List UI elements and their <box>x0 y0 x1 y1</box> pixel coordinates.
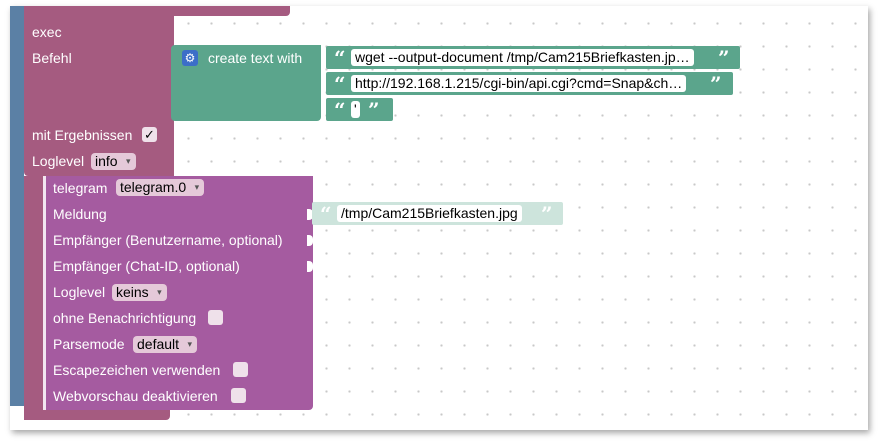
quote-close-icon: ” <box>718 46 730 70</box>
chevron-down-icon: ▾ <box>194 182 200 192</box>
telegram-loglevel-dropdown[interactable]: keins ▾ <box>112 284 167 301</box>
exec-loglevel-value: info <box>95 153 118 169</box>
text-item-2-value[interactable]: http://192.168.1.215/cgi-bin/api.cgi?cmd… <box>351 75 687 92</box>
text-item-3-value[interactable]: ' <box>351 101 360 118</box>
recipient-chat-socket <box>307 261 313 272</box>
telegram-title: telegram <box>53 180 108 196</box>
exec-command-label: Befehl <box>32 50 72 66</box>
telegram-preview-label: Webvorschau deaktivieren <box>53 388 218 404</box>
quote-open-icon: “ <box>334 46 346 70</box>
quote-open-icon: “ <box>334 72 346 96</box>
telegram-escape-label: Escapezeichen verwenden <box>53 362 221 378</box>
exec-results-label: mit Ergebnissen <box>32 127 133 143</box>
telegram-loglevel-label: Loglevel <box>53 284 106 300</box>
gear-icon[interactable]: ⚙ <box>182 50 198 66</box>
telegram-silent-checkbox[interactable] <box>208 310 223 325</box>
telegram-preview-checkbox[interactable] <box>231 388 246 403</box>
previous-block-strip[interactable] <box>24 6 290 16</box>
workspace-canvas[interactable]: exec Befehl mit Ergebnissen ✓ Loglevel i… <box>10 6 868 430</box>
recipient-user-socket <box>307 235 313 246</box>
telegram-block[interactable] <box>43 176 313 410</box>
quote-close-icon: ” <box>368 98 380 122</box>
message-text-value[interactable]: /tmp/Cam215Briefkasten.jpg <box>337 205 522 222</box>
telegram-silent-label: ohne Benachrichtigung <box>53 310 197 326</box>
create-text-label: create text with <box>208 50 303 66</box>
telegram-instance-value: telegram.0 <box>120 179 187 195</box>
exec-block[interactable] <box>24 16 174 176</box>
telegram-block-rail <box>43 176 46 410</box>
quote-open-icon: “ <box>320 202 332 226</box>
telegram-recipient-chat-label: Empfänger (Chat-ID, optional) <box>53 258 240 274</box>
telegram-parsemode-dropdown[interactable]: default ▾ <box>133 336 198 353</box>
outer-parent-block-edge[interactable] <box>10 6 24 406</box>
exec-results-checkbox[interactable]: ✓ <box>142 127 157 142</box>
message-input-socket <box>307 209 313 220</box>
exec-loglevel-dropdown[interactable]: info ▾ <box>91 153 136 170</box>
quote-close-icon: ” <box>710 72 722 96</box>
quote-open-icon: “ <box>334 98 346 122</box>
quote-close-icon: ” <box>541 202 553 226</box>
telegram-parsemode-label: Parsemode <box>53 336 125 352</box>
exec-title: exec <box>32 24 62 40</box>
chevron-down-icon: ▾ <box>187 339 193 349</box>
telegram-recipient-user-label: Empfänger (Benutzername, optional) <box>53 232 283 248</box>
telegram-parsemode-value: default <box>137 336 180 352</box>
telegram-instance-dropdown[interactable]: telegram.0 ▾ <box>116 179 205 196</box>
telegram-loglevel-value: keins <box>116 284 149 300</box>
exec-loglevel-label: Loglevel <box>32 153 85 169</box>
telegram-message-label: Meldung <box>53 206 107 222</box>
text-item-1-value[interactable]: wget --output-document /tmp/Cam215Briefk… <box>351 49 694 66</box>
telegram-escape-checkbox[interactable] <box>233 362 248 377</box>
chevron-down-icon: ▾ <box>157 287 162 297</box>
chevron-down-icon: ▾ <box>126 156 131 166</box>
